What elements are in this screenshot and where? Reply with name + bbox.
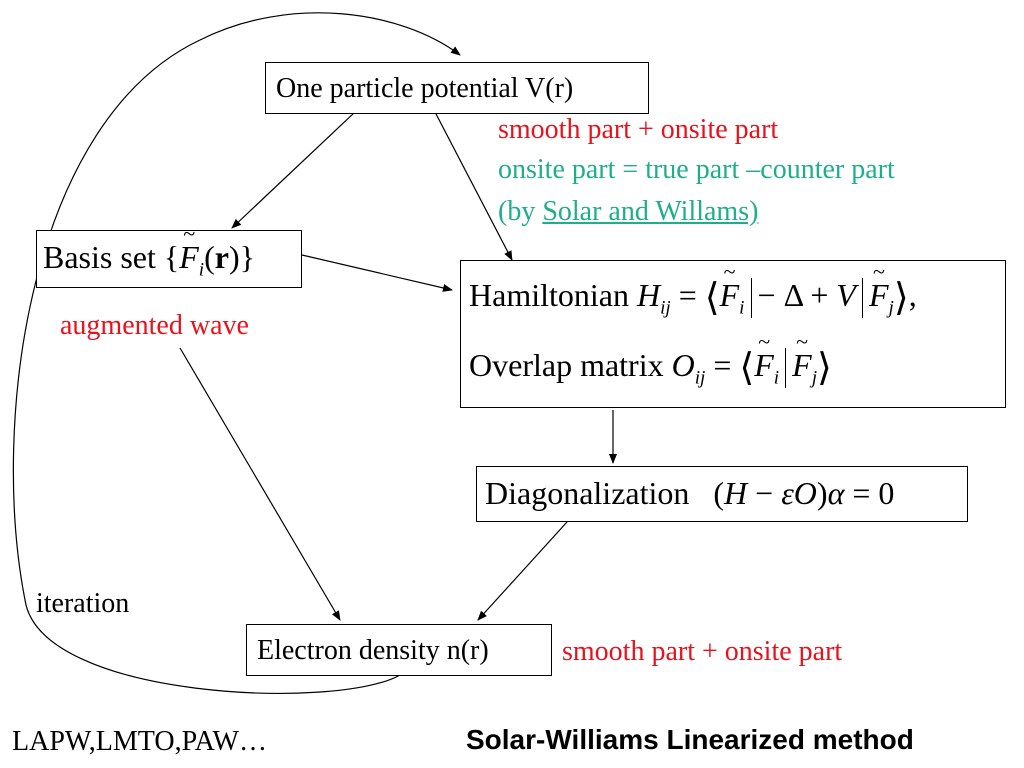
- overlap-formula: Oij = ⟨FiFj⟩: [672, 329, 832, 388]
- basis-set-box: Basis set {Fi(r)}: [36, 221, 302, 288]
- basis-set-text: Basis set {Fi(r)}: [43, 221, 255, 281]
- iteration-loop-arrow: [12, 12, 461, 694]
- potential-label: One particle potential V(r): [276, 73, 574, 104]
- hamiltonian-label: Hamiltonian: [469, 277, 629, 313]
- reference-prefix: (by: [498, 196, 543, 227]
- basis-set-label: Basis set: [43, 239, 156, 275]
- diagonalization-label: Diagonalization: [485, 475, 690, 511]
- basis-set-formula: {Fi(r)}: [164, 221, 255, 280]
- arrow-potential-to-hamiltonian: [434, 111, 513, 261]
- smooth-onsite-bottom-annotation: smooth part + onsite part: [562, 636, 843, 667]
- overlap-label: Overlap matrix: [469, 347, 664, 383]
- diagonalization-box: Diagonalization (H − εO)α = 0: [476, 466, 968, 522]
- hamiltonian-row: Hamiltonian Hij = ⟨Fi− Δ + VFj⟩,: [469, 259, 917, 319]
- electron-density-box: Electron density n(r): [246, 624, 552, 676]
- slide-title-footer: Solar-Williams Linearized method: [466, 724, 914, 755]
- methods-footer: LAPW,LMTO,PAW…: [12, 726, 267, 757]
- smooth-onsite-top-annotation: smooth part + onsite part: [498, 114, 779, 145]
- hamiltonian-formula: Hij = ⟨Fi− Δ + VFj⟩,: [637, 259, 917, 318]
- reference-annotation: (by Solar and Willams): [498, 196, 758, 228]
- onsite-definition-annotation: onsite part = true part –counter part: [498, 154, 895, 185]
- arrow-potential-to-basis: [231, 111, 356, 229]
- hamiltonian-box: Hamiltonian Hij = ⟨Fi− Δ + VFj⟩, Overlap…: [460, 259, 1006, 408]
- reference-link[interactable]: Solar and Willams): [542, 196, 759, 227]
- augmented-wave-annotation: augmented wave: [60, 310, 249, 341]
- electron-density-label: Electron density n(r): [257, 635, 489, 666]
- diagonalization-text: Diagonalization (H − εO)α = 0: [485, 475, 894, 512]
- iteration-label: iteration: [36, 588, 130, 619]
- arrow-basis-to-density: [179, 347, 341, 621]
- arrow-basis-to-hamiltonian: [301, 254, 453, 292]
- potential-box: One particle potential V(r): [265, 62, 649, 114]
- arrow-diagonalization-to-density: [477, 521, 568, 621]
- eigen-equation: (H − εO)α = 0: [697, 475, 895, 511]
- overlap-row: Overlap matrix Oij = ⟨FiFj⟩: [469, 329, 832, 389]
